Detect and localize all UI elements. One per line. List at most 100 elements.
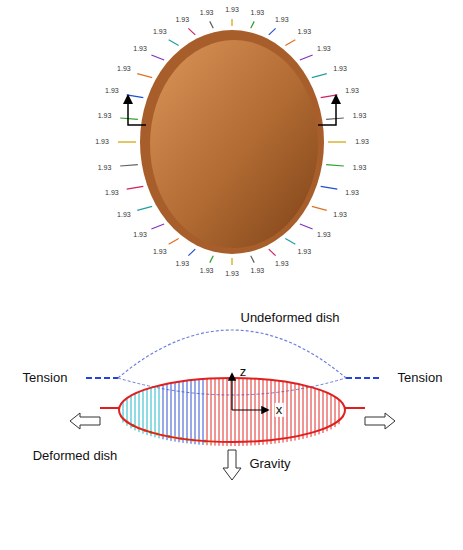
value-label: 1.93 [225,270,239,278]
x-axis [232,409,268,410]
value-label: 1.93 [105,88,119,96]
displacement-vector [171,383,172,441]
gravity-arrow [223,450,241,480]
load-tick [188,249,195,255]
displacement-vector [311,387,312,437]
displacement-vectors [123,378,339,446]
load-tick [169,40,179,46]
displacement-vector [291,383,292,442]
displacement-vector [155,387,156,438]
load-tick [120,165,138,166]
load-tick [285,238,295,244]
annotation-label: Deformed dish [33,449,118,463]
displacement-vector [235,378,236,446]
value-label: 1.93 [275,260,289,268]
displacement-vector [195,380,196,444]
value-label: 1.93 [297,248,311,256]
displacement-vector [159,386,160,439]
value-label: 1.93 [200,268,214,276]
tension-line [345,407,365,409]
load-tick [300,224,313,229]
displacement-vector [163,385,164,440]
displacement-vector [243,378,244,446]
tension-arrow [70,413,100,429]
displacement-vector [219,378,220,446]
displacement-vector [199,379,200,444]
displacement-vector [139,392,140,432]
section-arrow [128,96,146,125]
value-label: 1.93 [133,231,147,239]
load-tick [231,19,232,26]
displacement-vector [143,390,144,433]
axis-label: z [240,365,247,379]
displacement-vector [151,388,152,437]
value-label: 1.93 [98,112,112,120]
displacement-vector [315,388,316,435]
displacement-vector [179,382,180,443]
value-label: 1.93 [153,28,167,36]
displacement-vector [303,385,304,439]
value-label: 1.93 [95,138,109,146]
value-label: 1.93 [175,16,189,24]
displacement-vector [295,383,296,440]
displacement-vector [255,379,256,446]
load-tick [137,206,152,210]
displacement-vector [263,379,264,445]
load-tick [151,55,164,60]
value-label: 1.93 [117,211,131,219]
load-tick [285,40,295,46]
displacement-vector [327,393,328,432]
displacement-vector [207,379,208,445]
displacement-vector [211,379,212,446]
value-label: 1.93 [317,45,331,53]
load-tick [251,256,255,263]
value-label: 1.93 [345,88,359,96]
displacement-vector [135,394,136,431]
load-tick [300,55,313,60]
section-arrow [318,96,336,125]
displacement-vector [247,378,248,445]
load-label: Gravity [249,457,290,471]
value-label: 1.93 [251,268,265,276]
load-ticks [118,19,346,265]
value-label: 1.93 [200,9,214,17]
displacement-vector [319,390,320,435]
displacement-vector [167,384,168,440]
annotation-label: Undeformed dish [241,311,340,325]
load-tick [326,165,344,166]
load-tick [269,249,276,255]
displacement-vector [299,384,300,440]
tension-line [100,407,119,409]
value-label: 1.93 [333,65,347,73]
load-tick [127,95,144,98]
undeformed-dish [118,330,346,378]
displacement-vector [267,380,268,445]
value-label: 1.93 [333,211,347,219]
load-tick [251,21,255,28]
value-label: 1.93 [345,189,359,197]
load-tick [127,186,144,189]
value-label: 1.93 [105,189,119,197]
axis-label: x [275,403,284,417]
displacement-vector [215,378,216,445]
load-tick [321,186,338,189]
value-label: 1.93 [117,65,131,73]
load-tick [312,206,327,210]
load-label: Tension [398,371,443,385]
displacement-vector [183,381,184,443]
value-label: 1.93 [317,231,331,239]
z-axis [231,374,232,410]
displacement-vector [307,386,308,438]
value-label: 1.93 [297,28,311,36]
load-tick [118,141,136,142]
value-label: 1.93 [275,16,289,24]
displacement-vector [187,381,188,444]
load-tick [231,258,232,265]
displacement-vector [191,380,192,444]
value-label: 1.93 [225,6,239,14]
tension-arrow [365,413,395,429]
load-label: Tension [23,371,68,385]
value-label: 1.93 [153,248,167,256]
value-label: 1.93 [175,260,189,268]
load-tick [137,74,152,78]
